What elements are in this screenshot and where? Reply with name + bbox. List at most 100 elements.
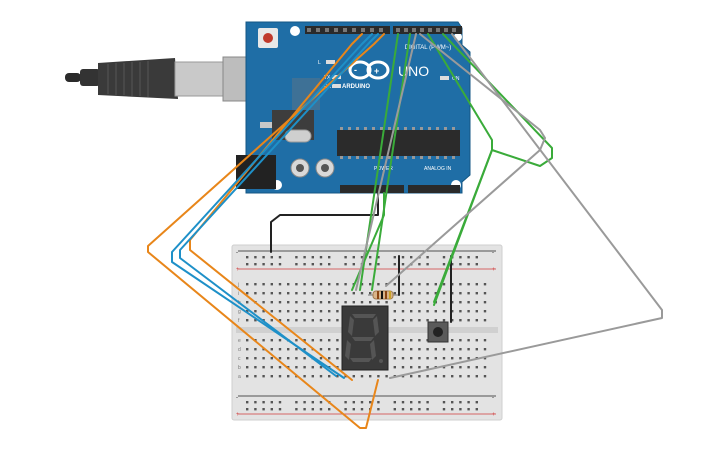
breadboard-hole[interactable] (434, 283, 437, 286)
breadboard-hole[interactable] (270, 339, 273, 342)
resistor[interactable] (368, 290, 399, 300)
breadboard-hole[interactable] (270, 401, 273, 404)
breadboard-hole[interactable] (246, 292, 249, 295)
breadboard-hole[interactable] (451, 283, 454, 286)
breadboard-hole[interactable] (451, 292, 454, 295)
breadboard-hole[interactable] (483, 366, 487, 369)
breadboard-hole[interactable] (344, 256, 347, 259)
breadboard-hole[interactable] (303, 375, 306, 378)
breadboard-hole[interactable] (303, 366, 306, 369)
breadboard-hole[interactable] (410, 283, 413, 286)
breadboard-hole[interactable] (295, 357, 298, 360)
breadboard-hole[interactable] (451, 263, 454, 266)
breadboard-hole[interactable] (426, 292, 429, 295)
breadboard-hole[interactable] (303, 408, 306, 411)
breadboard-hole[interactable] (377, 283, 380, 286)
breadboard-hole[interactable] (459, 301, 462, 304)
breadboard-hole[interactable] (418, 348, 421, 351)
breadboard-hole[interactable] (319, 375, 323, 378)
breadboard-hole[interactable] (410, 339, 413, 342)
breadboard-hole[interactable] (442, 375, 446, 378)
breadboard-hole[interactable] (328, 375, 331, 378)
breadboard-hole[interactable] (410, 375, 413, 378)
breadboard-hole[interactable] (467, 375, 470, 378)
breadboard-hole[interactable] (295, 263, 298, 266)
breadboard-hole[interactable] (254, 283, 257, 286)
breadboard-hole[interactable] (426, 263, 429, 266)
breadboard-hole[interactable] (270, 375, 273, 378)
breadboard-hole[interactable] (360, 301, 364, 304)
breadboard-hole[interactable] (295, 301, 298, 304)
breadboard-hole[interactable] (475, 366, 478, 369)
breadboard-hole[interactable] (401, 366, 405, 369)
breadboard-hole[interactable] (369, 263, 372, 266)
breadboard-hole[interactable] (369, 256, 372, 259)
breadboard-hole[interactable] (344, 408, 347, 411)
breadboard-hole[interactable] (434, 357, 437, 360)
breadboard-hole[interactable] (270, 408, 273, 411)
breadboard-hole[interactable] (385, 375, 388, 378)
breadboard-hole[interactable] (377, 375, 380, 378)
breadboard-hole[interactable] (328, 283, 331, 286)
breadboard-hole[interactable] (287, 357, 290, 360)
breadboard-hole[interactable] (278, 256, 282, 259)
breadboard-hole[interactable] (377, 408, 380, 411)
breadboard-hole[interactable] (278, 366, 282, 369)
breadboard-hole[interactable] (377, 401, 380, 404)
breadboard-hole[interactable] (295, 339, 298, 342)
breadboard-hole[interactable] (393, 301, 396, 304)
wire-blue[interactable] (171, 33, 373, 379)
breadboard-hole[interactable] (295, 408, 298, 411)
breadboard-hole[interactable] (451, 401, 454, 404)
breadboard-hole[interactable] (278, 263, 282, 266)
breadboard-hole[interactable] (278, 319, 282, 322)
breadboard-hole[interactable] (319, 366, 323, 369)
breadboard-hole[interactable] (262, 366, 265, 369)
breadboard-hole[interactable] (246, 408, 249, 411)
breadboard-hole[interactable] (434, 375, 437, 378)
breadboard-hole[interactable] (246, 366, 249, 369)
breadboard-hole[interactable] (442, 283, 446, 286)
breadboard-hole[interactable] (459, 357, 462, 360)
breadboard-hole[interactable] (344, 375, 347, 378)
breadboard-hole[interactable] (311, 310, 314, 313)
breadboard-hole[interactable] (426, 348, 429, 351)
breadboard-hole[interactable] (418, 301, 421, 304)
wire-orange[interactable] (147, 33, 385, 429)
breadboard-hole[interactable] (270, 310, 273, 313)
breadboard-hole[interactable] (254, 348, 257, 351)
breadboard-hole[interactable] (262, 263, 265, 266)
breadboard-hole[interactable] (328, 408, 331, 411)
breadboard-hole[interactable] (393, 292, 396, 295)
breadboard-hole[interactable] (311, 263, 314, 266)
breadboard-hole[interactable] (434, 292, 437, 295)
breadboard-hole[interactable] (442, 357, 446, 360)
breadboard-hole[interactable] (410, 301, 413, 304)
breadboard-hole[interactable] (246, 401, 249, 404)
breadboard-hole[interactable] (393, 401, 396, 404)
breadboard-hole[interactable] (278, 401, 282, 404)
breadboard-hole[interactable] (434, 348, 437, 351)
breadboard-hole[interactable] (459, 256, 462, 259)
breadboard-hole[interactable] (467, 301, 470, 304)
breadboard-hole[interactable] (401, 348, 405, 351)
breadboard-hole[interactable] (393, 263, 396, 266)
breadboard-hole[interactable] (434, 310, 437, 313)
breadboard-hole[interactable] (377, 256, 380, 259)
breadboard-hole[interactable] (475, 263, 478, 266)
breadboard-hole[interactable] (467, 348, 470, 351)
breadboard-hole[interactable] (278, 339, 282, 342)
breadboard-hole[interactable] (278, 348, 282, 351)
breadboard-hole[interactable] (426, 357, 429, 360)
breadboard-hole[interactable] (254, 408, 257, 411)
breadboard-hole[interactable] (410, 256, 413, 259)
breadboard-hole[interactable] (336, 375, 339, 378)
breadboard-hole[interactable] (451, 357, 454, 360)
wire-gray[interactable] (355, 33, 417, 291)
breadboard-hole[interactable] (393, 319, 396, 322)
breadboard-hole[interactable] (262, 301, 265, 304)
pushbutton[interactable] (427, 321, 449, 343)
breadboard-hole[interactable] (303, 263, 306, 266)
breadboard-hole[interactable] (254, 401, 257, 404)
breadboard-hole[interactable] (270, 319, 273, 322)
